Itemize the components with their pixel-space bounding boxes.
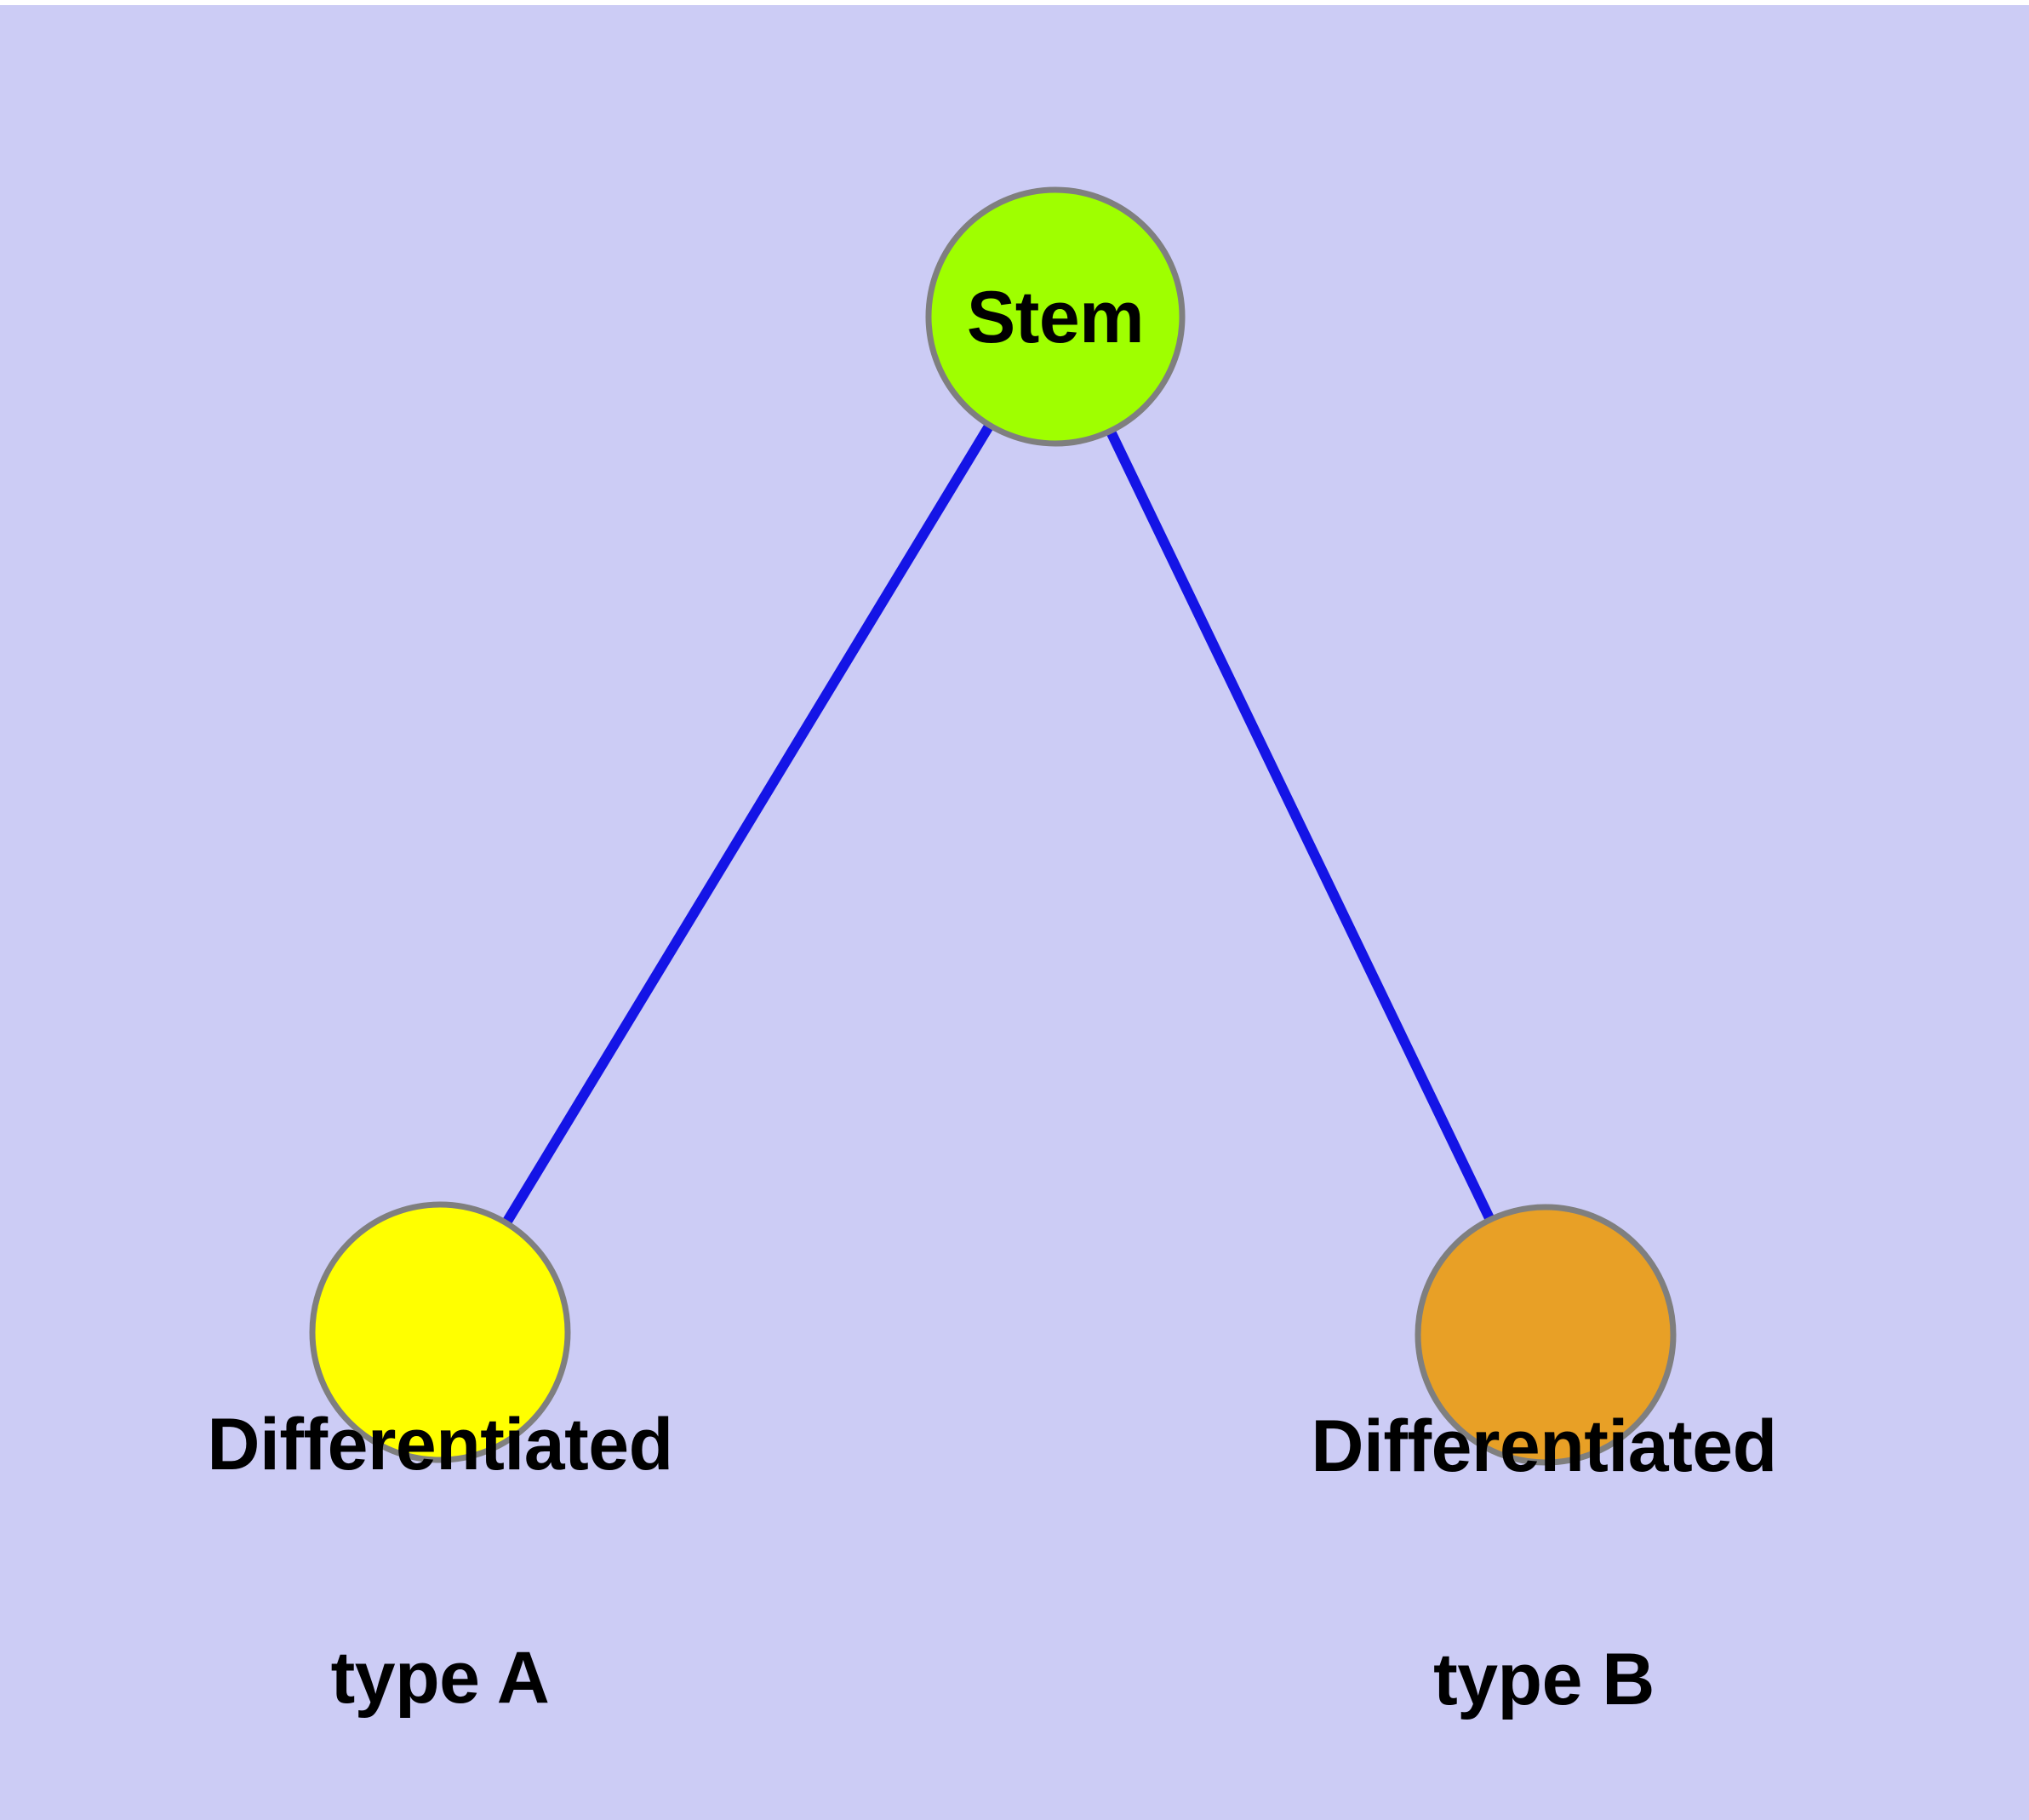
node-stem[interactable]: [925, 186, 1186, 447]
node-differentiated-type-b[interactable]: [1415, 1204, 1677, 1466]
edge-stem-to-differentiated-b[interactable]: [1050, 314, 1551, 1337]
node-differentiated-type-a[interactable]: [309, 1201, 571, 1463]
edge-stem-to-differentiated-a[interactable]: [435, 313, 1060, 1336]
